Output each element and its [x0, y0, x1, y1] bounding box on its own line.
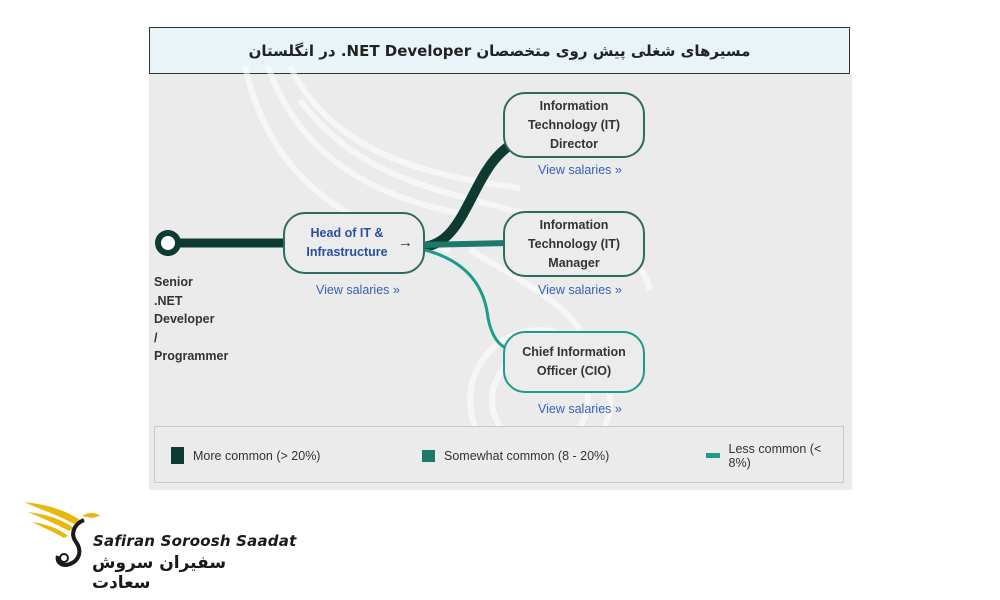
node-director-label-line3: Director: [550, 136, 598, 151]
node-manager-label-line1: Information: [539, 217, 609, 232]
legend-swatch-less: [706, 453, 720, 458]
node-cio[interactable]: Chief Information Officer (CIO): [503, 331, 645, 393]
arrow-right-icon: →: [398, 234, 413, 252]
legend-label-more: More common (> 20%): [193, 448, 321, 463]
brand-name-persian: سفیران سروش سعادت: [92, 553, 227, 593]
node-manager-label-line3: Manager: [548, 255, 600, 270]
legend-label-somewhat: Somewhat common (8 - 20%): [444, 448, 610, 463]
legend-item-less: Less common (< 8%): [706, 427, 843, 484]
view-salaries-head-link[interactable]: View salaries »: [316, 283, 400, 297]
view-salaries-director-link[interactable]: View salaries »: [538, 163, 622, 177]
node-director-label-line1: Information: [539, 98, 609, 113]
diagram-title: مسیرهای شغلی پیش روی متخصصان NET Develop…: [149, 27, 850, 74]
start-role-label: Senior .NET Developer / Programmer: [154, 275, 229, 363]
legend-swatch-more: [171, 447, 184, 464]
node-cio-label-line1: Chief Information: [522, 345, 626, 359]
node-head-label-line1: Head of IT &: [310, 226, 384, 240]
node-head-of-it[interactable]: Head of IT & Infrastructure →: [283, 212, 425, 274]
legend-item-more: More common (> 20%): [171, 427, 320, 484]
node-director-label-line2: Technology (IT): [527, 117, 621, 132]
brand-name-english: Safiran Soroosh Saadat: [93, 532, 297, 550]
node-head-label-line2: Infrastructure: [306, 245, 388, 259]
legend-item-somewhat: Somewhat common (8 - 20%): [422, 427, 609, 484]
node-it-manager[interactable]: Information Technology (IT) Manager: [503, 211, 645, 277]
node-cio-label-line2: Officer (CIO): [536, 364, 612, 378]
node-manager-label-line2: Technology (IT): [527, 236, 621, 251]
view-salaries-cio-link[interactable]: View salaries »: [538, 402, 622, 416]
view-salaries-manager-link[interactable]: View salaries »: [538, 283, 622, 297]
legend-swatch-somewhat: [422, 449, 435, 462]
node-it-director[interactable]: Information Technology (IT) Director: [503, 92, 645, 158]
golden-wing-bird-logo-icon: [24, 502, 100, 567]
legend: More common (> 20%) Somewhat common (8 -…: [154, 426, 844, 483]
legend-label-less: Less common (< 8%): [728, 441, 822, 470]
